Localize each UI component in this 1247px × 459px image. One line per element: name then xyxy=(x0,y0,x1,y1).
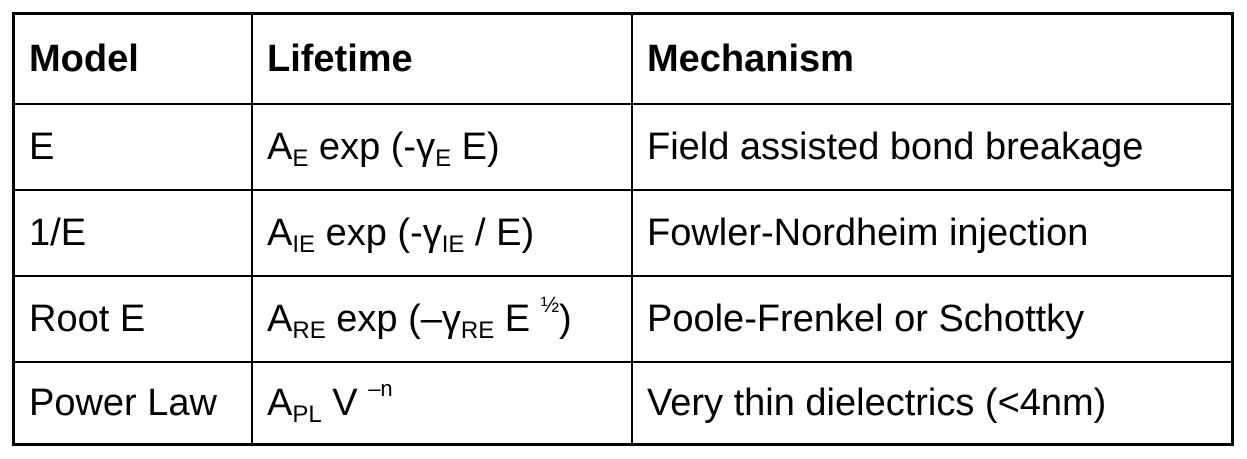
row-3-mechanism: Poole-Frenkel or Schottky xyxy=(633,277,1231,363)
lifetime-coefficient: A xyxy=(267,125,293,168)
coefficient-subscript: IE xyxy=(292,231,316,258)
lifetime-coefficient: A xyxy=(267,381,293,424)
gamma-symbol: γ xyxy=(422,211,442,254)
lifetime-tail: / E) xyxy=(464,211,535,254)
lifetime-tail: E) xyxy=(451,125,500,168)
header-lifetime: Lifetime xyxy=(253,15,633,105)
row-2-model: 1/E xyxy=(15,191,253,277)
lifetime-coefficient: A xyxy=(267,211,293,254)
coefficient-subscript: PL xyxy=(292,401,322,428)
header-mechanism: Mechanism xyxy=(633,15,1231,105)
gamma-subscript: RE xyxy=(460,317,495,344)
row-4-mechanism: Very thin dielectrics (<4nm) xyxy=(647,381,1107,424)
exponent-superscript: –n xyxy=(368,376,393,401)
lifetime-exp: exp (– xyxy=(325,297,442,340)
header-model: Model xyxy=(15,15,253,105)
lifetime-exp: exp (- xyxy=(308,125,417,168)
gamma-symbol: γ xyxy=(441,297,461,340)
exponent-superscript: ½ xyxy=(540,292,560,317)
coefficient-subscript: E xyxy=(292,145,309,172)
row-4-model: Power Law xyxy=(15,363,253,443)
lifetime-exp: exp (- xyxy=(315,211,423,254)
row-2-mechanism: Fowler-Nordheim injection xyxy=(633,191,1231,277)
lifetime-coefficient: A xyxy=(267,297,293,340)
lifetime-close-paren: ) xyxy=(559,297,572,340)
row-1-mechanism: Field assisted bond breakage xyxy=(633,105,1231,191)
coefficient-subscript: RE xyxy=(292,317,326,344)
lifetime-voltage: V xyxy=(321,381,369,424)
row-1-model: E xyxy=(15,105,253,191)
gamma-subscript: IE xyxy=(441,231,465,258)
lifetime-tail: E xyxy=(494,297,541,340)
gamma-subscript: E xyxy=(435,145,452,172)
row-3-model: Root E xyxy=(15,277,253,363)
gamma-symbol: γ xyxy=(416,125,436,168)
